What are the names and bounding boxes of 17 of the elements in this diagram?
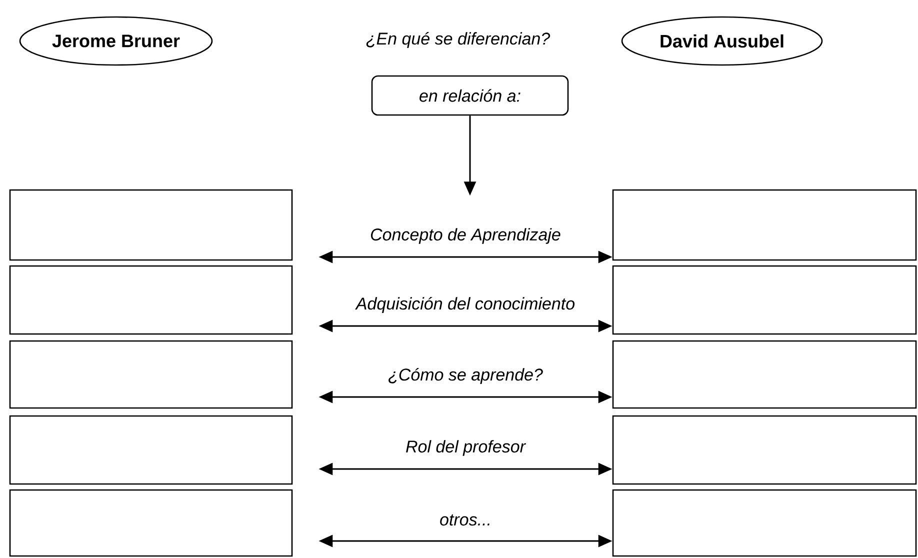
edge-label: Concepto de Aprendizaje	[369, 227, 562, 245]
edge-label: Adquisición del conocimiento	[354, 296, 576, 314]
edge-label: Rol del profesor	[404, 439, 526, 457]
heading: ¿En qué se diferencian?	[366, 32, 550, 48]
edge-label: ¿Cómo se aprende?	[387, 366, 544, 386]
answer-box	[612, 340, 917, 409]
topic-box: en relación a:	[371, 75, 569, 116]
answer-box	[612, 265, 917, 335]
answer-box	[9, 340, 293, 409]
answer-box	[9, 415, 293, 485]
answer-box	[612, 189, 917, 261]
answer-box	[9, 489, 293, 557]
edge-label: otros...	[438, 513, 492, 527]
answer-box	[612, 415, 917, 485]
answer-box	[612, 489, 917, 557]
answer-box	[9, 189, 293, 261]
answer-box	[9, 265, 293, 335]
